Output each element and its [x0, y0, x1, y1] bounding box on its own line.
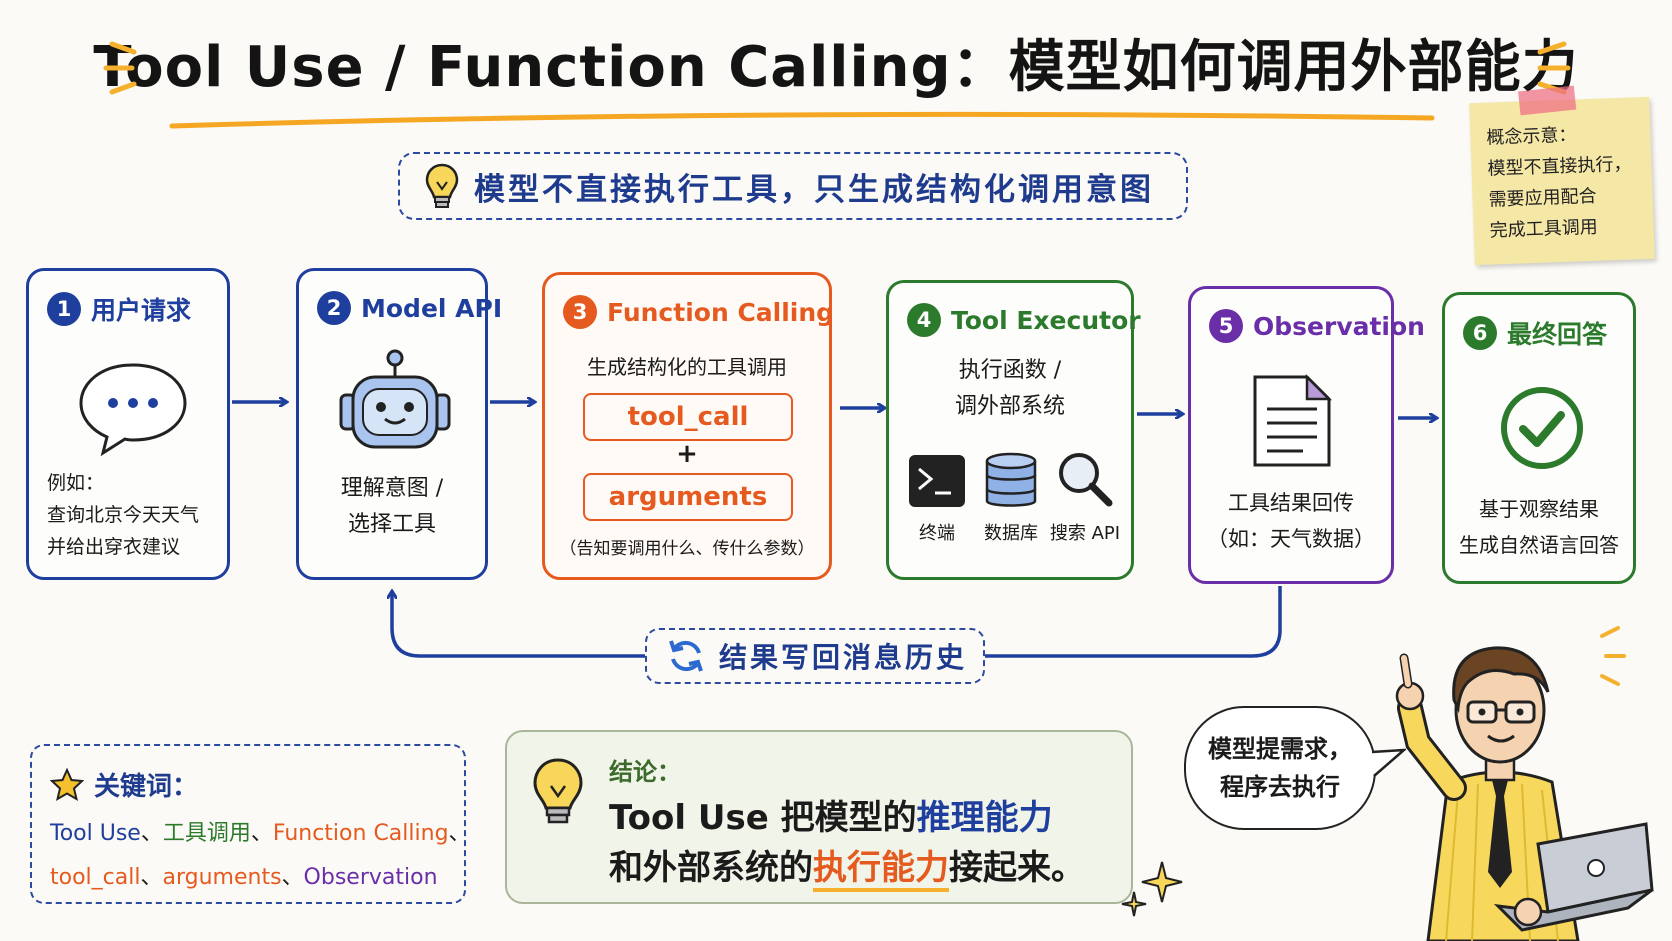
step-function-calling: 3 Function Calling 生成结构化的工具调用 tool_call … — [542, 272, 835, 580]
step-label: 用户请求 — [91, 296, 192, 325]
keyword-term: Observation — [303, 865, 438, 890]
step-subtitle: 生成结构化的工具调用 — [587, 355, 787, 379]
step-caption: 执行函数 / 调外部系统 — [954, 358, 1065, 419]
keyword-term: Function Calling — [272, 821, 449, 846]
banner-text: 模型不直接执行工具，只生成结构化调用意图 — [474, 171, 1154, 208]
keyword-term: 、 — [448, 821, 471, 846]
plus-sign: + — [676, 439, 698, 469]
loop-label: 结果写回消息历史 — [645, 628, 985, 684]
conclusion-box: 结论： Tool Use 把模型的推理能力 和外部系统的执行能力接起来。 — [505, 730, 1133, 904]
step-tool-executor: 4 Tool Executor 执行函数 / 调外部系统 终端 数据库 搜索 A… — [886, 280, 1141, 580]
title-underline — [169, 111, 1435, 129]
step-number: 3 — [563, 295, 597, 329]
step-number: 4 — [907, 303, 941, 337]
step-label: Tool Executor — [951, 305, 1141, 335]
speech-bubble: 模型提需求， 程序去执行 — [1184, 706, 1376, 830]
robot-icon — [339, 349, 451, 449]
keywords-line: Tool Use、工具调用、Function Calling、 — [50, 815, 471, 847]
loop-text: 结果写回消息历史 — [719, 641, 968, 674]
step-observation: 5 Observation 工具结果回传 （如：天气数据） — [1188, 286, 1425, 584]
icon-label: 终端 — [919, 523, 955, 544]
page-title: Tool Use / Function Calling：模型如何调用外部能力 — [93, 35, 1579, 100]
step-caption: 基于观察结果 生成自然语言回答 — [1459, 497, 1619, 557]
execution-highlight: 执行能力 — [813, 848, 949, 892]
keyword-term: 、 — [140, 821, 163, 846]
step-number: 6 — [1463, 316, 1497, 350]
reasoning-highlight: 推理能力 — [916, 798, 1053, 838]
check-circle-icon — [1501, 387, 1583, 469]
icon-label: 搜索 API — [1049, 523, 1121, 544]
keyword-term: arguments — [162, 865, 282, 890]
keywords-heading: 关键词： — [94, 772, 199, 802]
step-caption: 理解意图 / 选择工具 — [340, 476, 444, 537]
document-icon — [1253, 373, 1333, 467]
database-icon — [985, 452, 1037, 507]
keyword-term: 、 — [281, 865, 304, 890]
step-label: Observation — [1253, 311, 1425, 341]
conclusion-heading: 结论： — [609, 758, 681, 786]
star-icon — [50, 767, 84, 801]
keywords-line: tool_call、arguments、Observation — [50, 859, 464, 891]
keyword-term: 工具调用 — [162, 821, 251, 846]
step-number: 1 — [47, 292, 81, 326]
step-caption: 工具结果回传 （如：天气数据） — [1207, 491, 1375, 551]
step-footnote: （告知要调用什么、传什么参数） — [559, 539, 815, 559]
key-idea-banner: 模型不直接执行工具，只生成结构化调用意图 — [398, 152, 1188, 220]
keyword-term: 、 — [140, 865, 163, 890]
loop-line-right — [985, 586, 1282, 658]
keyword-term: tool_call — [50, 865, 141, 890]
icon-label: 数据库 — [984, 523, 1038, 544]
sparkle-stars-icon — [1121, 861, 1183, 917]
step-number: 2 — [317, 291, 351, 325]
presenter-illustration — [1395, 626, 1654, 941]
step-model-api: 2 Model API 理解意图 / 选择工具 — [296, 268, 502, 580]
sparkle-icon — [1600, 626, 1626, 686]
tool-call-pill: tool_call — [583, 393, 793, 441]
terminal-icon — [909, 455, 965, 507]
step-label: Function Calling — [607, 297, 835, 327]
step-number: 5 — [1209, 309, 1243, 343]
step-user-request: 1 用户请求 例如： 查询北京今天天气 并给出穿衣建议 — [26, 268, 230, 580]
step-label: 最终回答 — [1507, 320, 1608, 349]
arguments-pill: arguments — [583, 473, 793, 521]
bubble-tail — [1371, 748, 1406, 777]
keyword-term: Tool Use — [50, 821, 141, 846]
example-text: 例如： 查询北京今天天气 并给出穿衣建议 — [47, 472, 200, 558]
step-final-answer: 6 最终回答 基于观察结果 生成自然语言回答 — [1442, 292, 1636, 584]
lightbulb-icon — [533, 758, 583, 824]
chat-bubble-icon — [79, 363, 187, 457]
loop-line-left — [392, 592, 645, 658]
conclusion-line-1: Tool Use 把模型的推理能力 — [609, 798, 1053, 838]
keyword-term: 、 — [250, 821, 273, 846]
conclusion-line-2: 和外部系统的执行能力接起来。 — [609, 840, 1085, 892]
step-label: Model API — [361, 293, 503, 323]
keywords-box: 关键词： Tool Use、工具调用、Function Calling、 too… — [30, 744, 471, 904]
lightbulb-icon — [425, 163, 459, 208]
refresh-icon — [669, 640, 703, 672]
magnifier-icon — [1059, 453, 1113, 507]
